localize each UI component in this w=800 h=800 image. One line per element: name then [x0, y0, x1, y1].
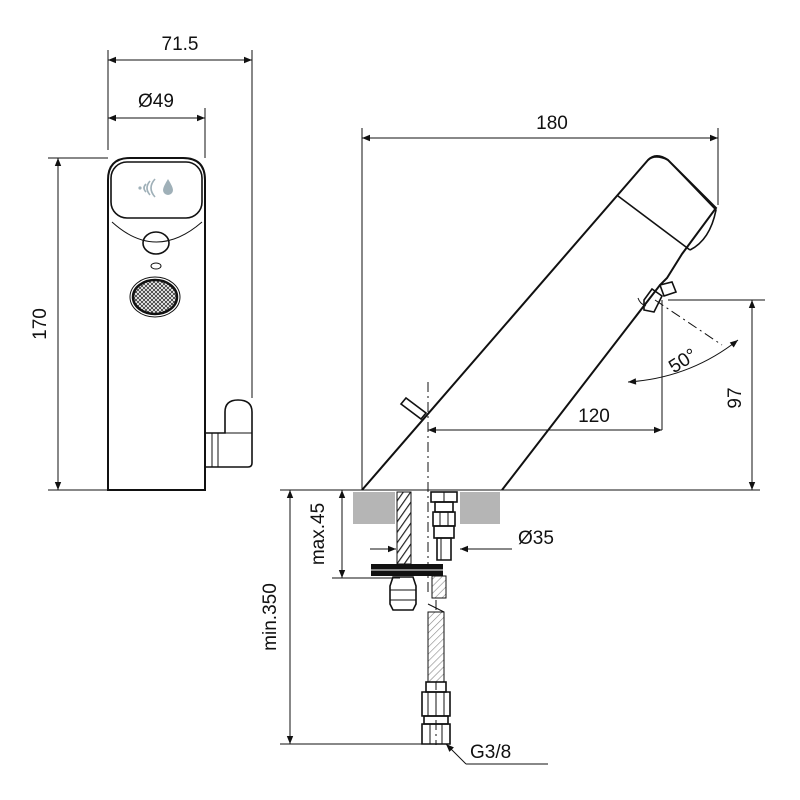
front-view: 71.5 Ø49 170: [30, 34, 253, 491]
faucet-body-side: [361, 155, 718, 491]
flexible-hose-upper: [431, 575, 447, 599]
status-led: [150, 262, 162, 270]
aerator-mesh-icon: [131, 278, 179, 316]
countertop-right: [460, 492, 500, 524]
sensor-waves-drop-icon: [138, 178, 173, 198]
dim-angle-50: 50°: [665, 345, 700, 378]
side-lever: [205, 399, 253, 468]
side-nozzle: [658, 281, 678, 298]
dim-max-45: max.45: [308, 503, 329, 565]
fixing-nut: [389, 576, 417, 611]
dim-thread-g3-8: G3/8: [470, 742, 511, 763]
dim-min-350: min.350: [260, 583, 281, 651]
start-button: [142, 231, 170, 255]
countertop-left: [353, 492, 395, 524]
dim-diameter-49: Ø49: [138, 91, 174, 112]
side-lever-stub: [399, 396, 428, 421]
threaded-rod: [396, 491, 412, 565]
sensor-window: [110, 161, 203, 219]
faucet-body-front: [107, 157, 206, 491]
upper-hose-fitting: [430, 491, 458, 561]
dim-diameter-35: Ø35: [518, 528, 554, 549]
dim-71-5: 71.5: [162, 34, 199, 55]
flexible-hose-lower: [427, 611, 445, 683]
dim-180: 180: [536, 113, 568, 134]
dim-97: 97: [725, 387, 746, 408]
dim-170: 170: [30, 308, 51, 340]
side-view: 50° 180 120 97: [260, 113, 765, 765]
dim-120: 120: [578, 406, 610, 427]
